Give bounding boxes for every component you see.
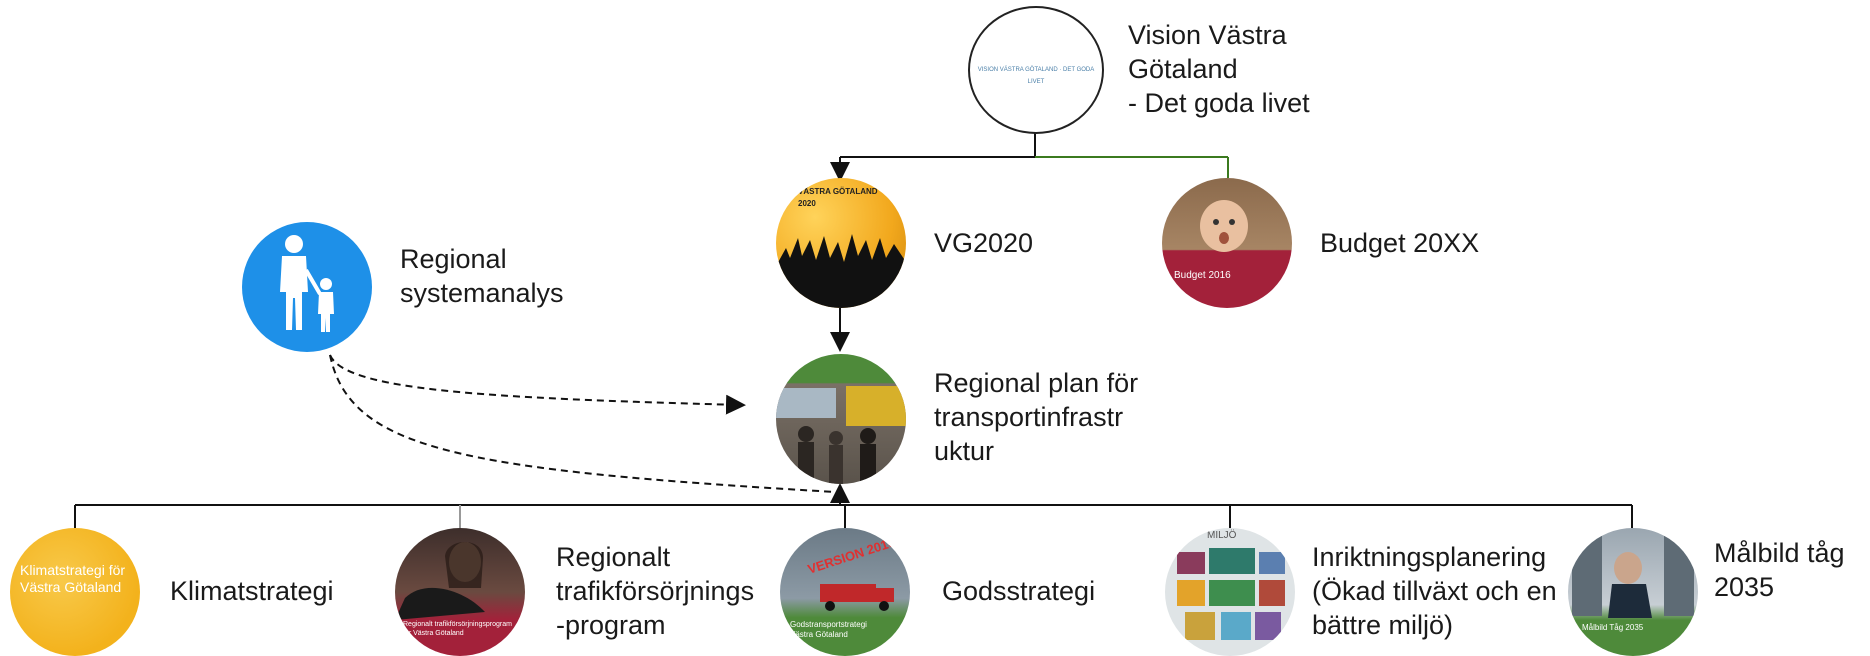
crowd-silhouette-icon [776,234,906,308]
inriktning-circle: MILJÖ [1165,528,1295,656]
godsstrategi-thumb-text: Godstransportstrategi Västra Götaland [790,620,867,639]
klimatstrategi-circle: Klimatstrategi för Västra Götaland [10,528,140,656]
adult-child-walking-icon [280,235,334,332]
woman-portrait-icon [395,542,485,620]
budget-circle: Budget 2016 [1162,178,1292,308]
poster-collage-icon [1177,548,1285,640]
station-people-icon [776,386,906,484]
inriktning-label: Inriktningsplanering (Ökad tillväxt och … [1312,542,1557,640]
godsstrategi-label: Godsstrategi [942,576,1096,606]
systemanalys-label: Regional systemanalys [400,244,564,308]
trafikforsorjning-thumb-text: Regionalt trafikförsörjningsprogram för … [403,621,512,637]
budget-thumb-text: Budget 2016 [1174,270,1231,281]
trafikforsorjning-label: Regionalt trafikförsörjnings -program [556,542,755,640]
vision-thumb-text: VISION VÄSTRA GÖTALAND · DET GODA LIVET [977,67,1095,85]
inriktning-thumb-text: MILJÖ [1207,530,1237,541]
malbild-label: Målbild tåg 2035 [1714,538,1845,602]
child-face-icon [1200,200,1248,252]
dashed-systemanalys-to-bus [329,354,836,493]
vg2020-circle: VÄSTRA GÖTALAND 2020 [776,178,906,308]
vision-circle: VISION VÄSTRA GÖTALAND · DET GODA LIVET [968,6,1104,134]
train-passenger-icon [1572,536,1694,618]
regional-plan-label: Regional plan för transportinfrastr uktu… [934,368,1139,466]
malbild-circle: Målbild Tåg 2035 [1568,528,1698,656]
dashed-systemanalys-to-plan [329,354,746,415]
godsstrategi-circle: VERSION 2016 Godstransportstrategi Västr… [780,528,910,656]
regional-plan-circle [776,354,906,484]
vg2020-label: VG2020 [934,228,1034,258]
trafikforsorjning-circle: Regionalt trafikförsörjningsprogram för … [395,528,525,656]
budget-label: Budget 20XX [1320,228,1480,258]
klimatstrategi-label: Klimatstrategi [170,576,334,606]
vg2020-thumb-text: VÄSTRA GÖTALAND 2020 [798,187,878,208]
klimatstrategi-thumb-text: Klimatstrategi för Västra Götaland [20,562,126,595]
vision-label: Vision Västra Götaland - Det goda livet [1128,20,1310,118]
systemanalys-circle [242,222,372,352]
malbild-thumb-text: Målbild Tåg 2035 [1582,623,1644,632]
crane-truck-icon [820,584,894,611]
